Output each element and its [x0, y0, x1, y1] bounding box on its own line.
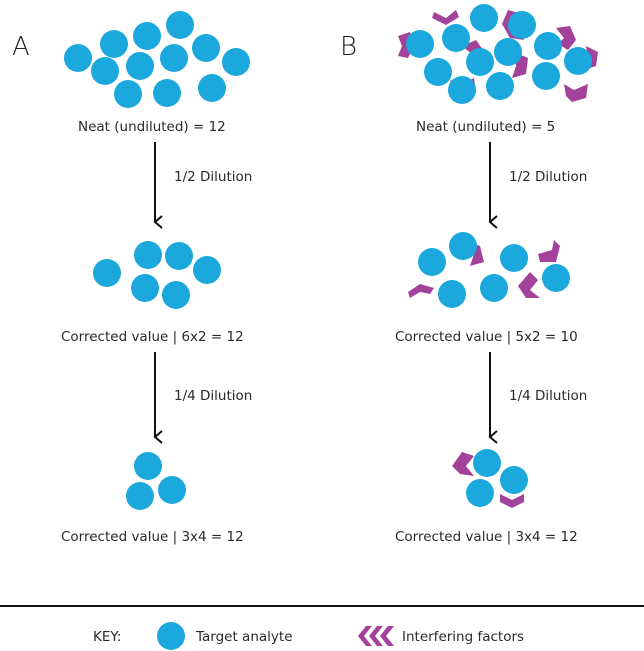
analyte-icon — [466, 479, 494, 507]
panel-b-dilution-1-label: 1/2 Dilution — [509, 169, 587, 185]
analyte-icon — [222, 48, 250, 76]
analyte-icon — [166, 11, 194, 39]
analyte-icon — [162, 281, 190, 309]
analyte-icon — [126, 52, 154, 80]
analyte-icon — [100, 30, 128, 58]
analyte-icon — [406, 30, 434, 58]
key-analyte-label: Target analyte — [195, 629, 293, 645]
analyte-icon — [500, 466, 528, 494]
analyte-icon — [508, 11, 536, 39]
analyte-icon — [500, 244, 528, 272]
analyte-icon — [158, 476, 186, 504]
panel-a-corrected-1-label: Corrected value | 6x2 = 12 — [61, 329, 244, 345]
panel-a-neat-cluster — [64, 11, 250, 108]
analyte-icon — [192, 34, 220, 62]
key-interferer-label: Interfering factors — [402, 629, 524, 645]
analyte-icon — [134, 241, 162, 269]
analyte-icon — [160, 44, 188, 72]
analyte-icon — [486, 72, 514, 100]
panel-a-dilution-1-label: 1/2 Dilution — [174, 169, 252, 185]
analyte-icon — [480, 274, 508, 302]
analyte-icon — [449, 232, 477, 260]
analyte-icon — [466, 48, 494, 76]
analyte-icon — [442, 24, 470, 52]
analyte-icon — [91, 57, 119, 85]
analyte-icon — [532, 62, 560, 90]
interferer-icon — [518, 272, 540, 298]
analyte-icon — [564, 47, 592, 75]
panel-b-quarter-cluster — [452, 449, 528, 508]
interferer-icon — [432, 10, 459, 25]
panel-b-neat-label: Neat (undiluted) = 5 — [416, 119, 555, 135]
analyte-icon — [153, 79, 181, 107]
interferer-icon — [538, 240, 560, 262]
analyte-icon — [165, 242, 193, 270]
panel-b-half-cluster — [408, 232, 570, 308]
analyte-icon — [494, 38, 522, 66]
analyte-icon — [134, 452, 162, 480]
panel-a: A Neat (undiluted) = 12 1/2 Dilution — [12, 11, 252, 545]
key-title: KEY: — [93, 629, 121, 645]
panel-a-quarter-cluster — [126, 452, 186, 510]
interferer-icon — [500, 494, 524, 508]
analyte-icon — [470, 4, 498, 32]
panel-b: B Neat (undiluted) = 5 — [340, 4, 598, 545]
analyte-icon — [473, 449, 501, 477]
panel-b-neat-cluster — [398, 4, 598, 104]
chevron-icon — [358, 626, 394, 646]
analyte-icon — [131, 274, 159, 302]
analyte-icon — [542, 264, 570, 292]
analyte-icon — [198, 74, 226, 102]
interferer-icon — [408, 284, 434, 298]
analyte-icon — [193, 256, 221, 284]
analyte-icon — [448, 76, 476, 104]
panel-a-half-cluster — [93, 241, 221, 309]
analyte-icon — [424, 58, 452, 86]
analyte-icon — [438, 280, 466, 308]
circle-icon — [157, 622, 185, 650]
panel-a-letter: A — [12, 32, 30, 62]
analyte-icon — [534, 32, 562, 60]
panel-b-corrected-2-label: Corrected value | 3x4 = 12 — [395, 529, 578, 545]
panel-b-corrected-1-label: Corrected value | 5x2 = 10 — [395, 329, 578, 345]
panel-b-letter: B — [340, 32, 357, 62]
interferer-icon — [452, 452, 474, 476]
panel-a-corrected-2-label: Corrected value | 3x4 = 12 — [61, 529, 244, 545]
analyte-icon — [64, 44, 92, 72]
analyte-icon — [93, 259, 121, 287]
analyte-icon — [114, 80, 142, 108]
key: KEY: Target analyte Interfering factors — [93, 622, 524, 650]
interferer-icon — [564, 84, 588, 102]
analyte-icon — [126, 482, 154, 510]
panel-a-neat-label: Neat (undiluted) = 12 — [78, 119, 226, 135]
panel-a-dilution-2-label: 1/4 Dilution — [174, 388, 252, 404]
analyte-icon — [418, 248, 446, 276]
panel-b-dilution-2-label: 1/4 Dilution — [509, 388, 587, 404]
analyte-icon — [133, 22, 161, 50]
